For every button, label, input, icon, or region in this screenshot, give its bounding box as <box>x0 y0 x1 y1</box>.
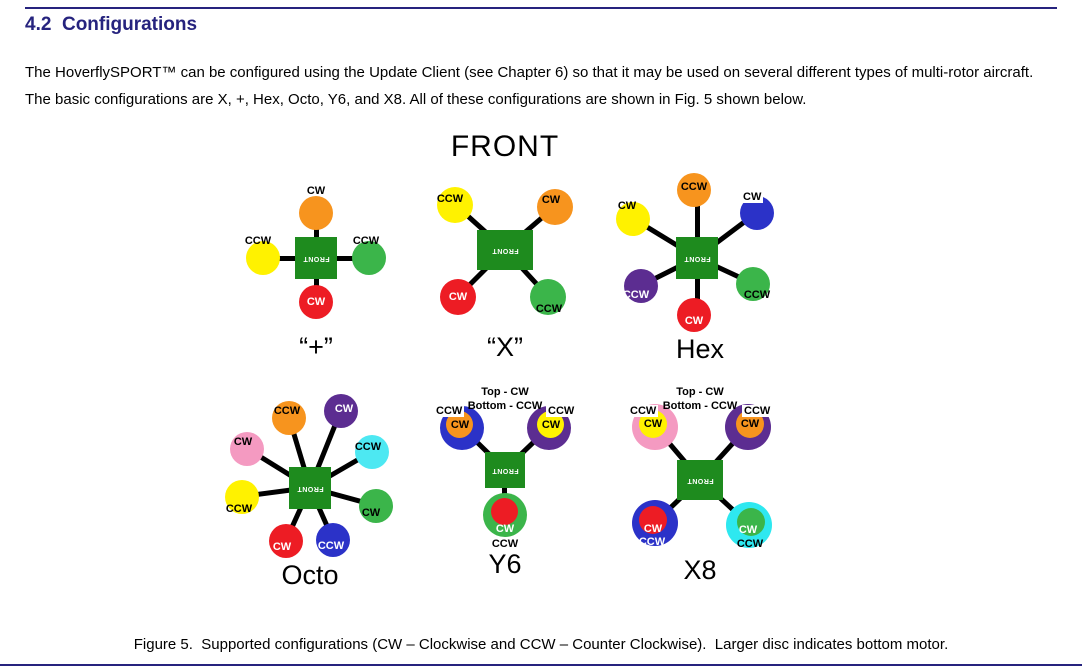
rotor-label: CCW <box>743 289 771 301</box>
rotor-label: CCW <box>273 405 301 417</box>
hex-rotor-lower-right <box>736 267 770 301</box>
plus-rotor-left <box>246 241 280 275</box>
plus-config-caption: “+” <box>299 332 333 362</box>
octo-config-diagram: FRONT CCW CW CW CCW CCW CW CW CCW <box>225 394 400 565</box>
rotor-label: CW <box>361 507 381 519</box>
plus-rotor-bottom <box>299 285 333 319</box>
rotor-label: CCW <box>535 303 563 315</box>
rotor-arm <box>315 256 370 261</box>
rotor-label: CCW <box>491 538 519 550</box>
octo-rotor-left-lower <box>225 480 259 514</box>
plus-center-frame: FRONT <box>295 237 337 279</box>
octo-rotor-left-upper <box>230 432 264 466</box>
front-square-label: FRONT <box>686 476 714 484</box>
y6-rotation-note: Top - CW Bottom - CCW <box>467 386 543 412</box>
front-square-label: FRONT <box>296 484 324 492</box>
hex-config-diagram: FRONT CCW CW CW CCW CCW CW <box>615 173 785 340</box>
hex-rotor-lower-left <box>624 269 658 303</box>
x-rotor-top-left <box>437 187 473 223</box>
rotor-label: CCW <box>638 536 666 548</box>
rotor-label: CCW <box>434 405 465 417</box>
rotor-label: CCW <box>736 538 764 550</box>
octo-rotor-top-right <box>324 394 358 428</box>
plus-config-diagram: FRONT CW CCW CCW CW <box>240 185 390 335</box>
top-rule <box>25 7 1057 9</box>
rotor-label: CW <box>448 291 468 303</box>
rotor-label: CW <box>233 436 253 448</box>
rotor-label: CW <box>306 296 326 308</box>
rotor-arm <box>314 258 319 305</box>
x-config-caption: “X” <box>487 332 523 362</box>
hex-rotor-upper-left <box>616 202 650 236</box>
rotor-label: CW <box>741 191 764 203</box>
rotor-label: CW <box>617 200 637 212</box>
rotor-label: CCW <box>742 405 773 417</box>
rotor-label: CW <box>306 185 326 197</box>
rotor-label: CW <box>541 419 561 431</box>
front-square-label: FRONT <box>302 254 330 262</box>
rotor-arm <box>262 256 315 261</box>
rotor-label: CW <box>450 419 470 431</box>
x8-config-caption: X8 <box>683 555 717 585</box>
section-heading: 4.2 Configurations <box>25 14 198 35</box>
rotor-label: CW <box>740 418 760 430</box>
octo-rotor-right-upper <box>355 435 389 469</box>
x-rotor-bottom-right <box>530 279 566 315</box>
octo-center-frame: FRONT <box>289 467 331 509</box>
y6-config-diagram: Top - CW Bottom - CCW FRONT CCW CW CCW C… <box>430 385 590 560</box>
x8-config-diagram: Top - CW Bottom - CCW FRONT CCW CW CCW C… <box>620 385 790 565</box>
x-rotor-bottom-left <box>440 279 476 315</box>
y6-center-frame: FRONT <box>485 452 525 488</box>
rotor-label: CCW <box>225 503 253 515</box>
rotor-label: CCW <box>352 235 380 247</box>
hex-config-caption: Hex <box>675 334 724 364</box>
rotor-label: CW <box>334 403 354 415</box>
rotor-label: CW <box>541 194 561 206</box>
plus-rotor-right <box>352 241 386 275</box>
x8-center-frame: FRONT <box>677 460 723 500</box>
rotor-label: CW <box>738 524 758 536</box>
x-config-diagram: FRONT CCW CW CW CCW <box>430 185 590 325</box>
rotor-label: CW <box>643 523 663 535</box>
front-square-label: FRONT <box>683 254 711 262</box>
y6-top-motor-rear <box>491 498 518 525</box>
rotor-label: CCW <box>546 405 577 417</box>
rotor-label: CCW <box>317 540 345 552</box>
front-square-label: FRONT <box>491 246 519 254</box>
octo-rotor-top-left <box>272 401 306 435</box>
rotor-label: CCW <box>244 235 272 247</box>
figure-front-title: FRONT <box>450 130 560 163</box>
rotor-arm <box>695 258 700 318</box>
y6-config-caption: Y6 <box>488 549 522 579</box>
hex-rotor-bottom <box>677 298 711 332</box>
rotor-label: CCW <box>628 405 659 417</box>
rotor-label: CW <box>643 418 663 430</box>
rotor-label: CCW <box>354 441 382 453</box>
rotor-arm <box>314 210 319 260</box>
octo-rotor-right-lower <box>359 489 393 523</box>
rotor-label: CCW <box>680 181 708 193</box>
octo-rotor-bottom-right <box>316 523 350 557</box>
x-rotor-top-right <box>537 189 573 225</box>
hex-center-frame: FRONT <box>676 237 718 279</box>
x8-rotation-note: Top - CW Bottom - CCW <box>662 386 738 412</box>
intro-paragraph: The HoverflySPORT™ can be configured usi… <box>25 64 1034 108</box>
hex-rotor-top <box>677 173 711 207</box>
figure-caption: Figure 5. Supported configurations (CW –… <box>133 636 949 653</box>
front-square-label: FRONT <box>491 466 519 474</box>
octo-config-caption: Octo <box>281 560 339 590</box>
rotor-arm <box>695 188 700 258</box>
bottom-rule <box>0 664 1082 666</box>
rotor-label: CCW <box>622 289 650 301</box>
rotor-label: CW <box>495 523 515 535</box>
x-center-frame: FRONT <box>477 230 533 270</box>
plus-rotor-top <box>299 196 333 230</box>
octo-rotor-bottom-left <box>269 524 303 558</box>
x8-top-motor-bottom-left <box>639 506 667 534</box>
rotor-label: CCW <box>436 193 464 205</box>
x8-top-motor-bottom-right <box>737 508 765 536</box>
rotor-label: CW <box>272 541 292 553</box>
rotor-label: CW <box>684 315 704 327</box>
